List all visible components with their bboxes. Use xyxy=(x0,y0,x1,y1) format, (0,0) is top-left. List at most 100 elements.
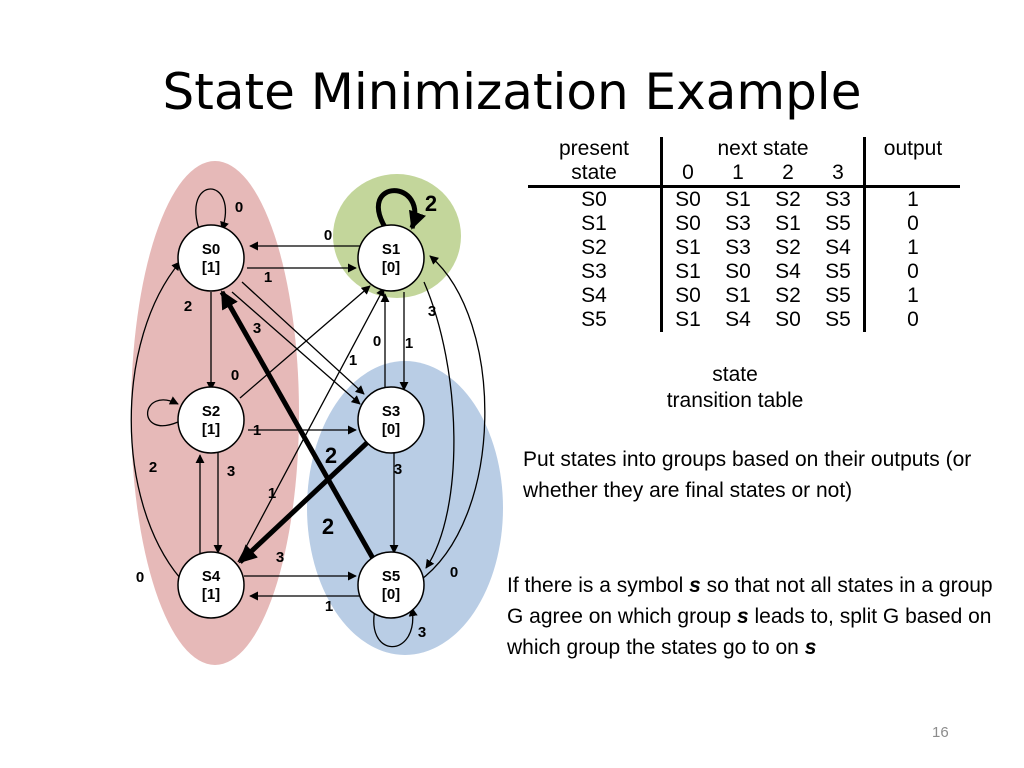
edge-label: 3 xyxy=(428,303,436,320)
table-header-row-2: state 0 1 2 3 xyxy=(528,161,960,188)
edge-label: 1 xyxy=(349,352,357,369)
cell-next: S1 xyxy=(725,188,751,211)
edge-label: 2 xyxy=(184,298,192,315)
table-row: S2 S1 S3 S2 S4 1 xyxy=(528,236,960,260)
cell-next: S5 xyxy=(813,308,866,332)
edge-label: 0 xyxy=(324,227,332,244)
cell-next: S3 xyxy=(725,212,751,235)
cell-next: S0 xyxy=(660,212,713,236)
cell-next: S0 xyxy=(660,284,713,308)
state-s3-output: [0] xyxy=(382,421,400,438)
edge-label: 3 xyxy=(253,320,261,337)
para2-text-3: leads to, split G based on which group t… xyxy=(507,605,992,659)
cell-next: S0 xyxy=(725,260,751,283)
cell-output: 0 xyxy=(907,260,919,283)
cell-next: S2 xyxy=(775,236,801,259)
header-input-1: 1 xyxy=(713,161,763,188)
cell-next: S2 xyxy=(775,284,801,307)
table-row: S5 S1 S4 S0 S5 0 xyxy=(528,308,960,332)
cell-present: S0 xyxy=(581,188,607,211)
state-s5-name: S5 xyxy=(382,568,400,585)
table-row: S1 S0 S3 S1 S5 0 xyxy=(528,212,960,236)
edge-label-large: 2 xyxy=(425,191,437,216)
page-number: 16 xyxy=(932,724,949,741)
edge-label: 1 xyxy=(405,335,413,352)
edge-s1-loop-highlight xyxy=(376,188,426,231)
table-caption-line1: state xyxy=(712,363,758,386)
edge-label: 0 xyxy=(373,333,381,350)
cell-next: S5 xyxy=(813,284,866,308)
cell-present: S1 xyxy=(581,212,607,235)
header-present: present xyxy=(558,137,630,160)
state-s2-output: [1] xyxy=(202,421,220,438)
edge-label: 1 xyxy=(264,269,272,286)
cell-next: S4 xyxy=(813,236,866,260)
cell-present: S5 xyxy=(581,308,607,331)
header-state: state xyxy=(528,161,662,188)
splitting-paragraph: If there is a symbol s so that not all s… xyxy=(507,570,1012,663)
state-s5-output: [0] xyxy=(382,586,400,603)
edge-label: 3 xyxy=(418,624,426,641)
table-row: S3 S1 S0 S4 S5 0 xyxy=(528,260,960,284)
state-s4-output: [1] xyxy=(202,586,220,603)
para2-text-1: If there is a symbol xyxy=(507,574,690,597)
state-s2-name: S2 xyxy=(202,403,220,420)
cell-output: 1 xyxy=(907,236,919,259)
slide-title: State Minimization Example xyxy=(162,63,862,121)
edge-label: 1 xyxy=(253,422,261,439)
edge-s1-s5-inner xyxy=(423,281,455,569)
cell-output: 1 xyxy=(907,188,919,211)
cell-next: S1 xyxy=(725,284,751,307)
edge-s5-s0-highlight xyxy=(219,290,378,564)
state-node-s0: S0 [1] xyxy=(177,224,245,292)
header-input-2: 2 xyxy=(763,161,813,188)
state-s3-name: S3 xyxy=(382,403,400,420)
cell-next: S5 xyxy=(813,260,866,284)
cell-output: 0 xyxy=(907,212,919,235)
edge-s3-s4-highlight xyxy=(238,438,372,564)
header-input-0: 0 xyxy=(660,161,713,188)
edge-label: 1 xyxy=(325,598,333,615)
header-next-state: next state xyxy=(660,137,866,161)
para2-symbol-1: s xyxy=(689,574,701,597)
cell-next: S0 xyxy=(660,186,713,212)
cell-next: S1 xyxy=(660,260,713,284)
table-caption: state transition table xyxy=(620,362,850,414)
edge-s4-s0 xyxy=(130,261,181,579)
edge-label: 3 xyxy=(394,461,402,478)
cell-present: S3 xyxy=(581,260,607,283)
para2-text-2: so that not all states in a group G agre… xyxy=(507,574,993,628)
edge-s2-s1 xyxy=(239,285,371,399)
header-input-3: 3 xyxy=(813,161,866,188)
table-caption-line2: transition table xyxy=(666,389,804,412)
cell-output: 0 xyxy=(907,308,919,331)
cell-next: S1 xyxy=(660,236,713,260)
edge-s0-s3-b xyxy=(231,291,361,405)
state-node-s3: S3 [0] xyxy=(357,386,425,454)
state-node-s1: S1 [0] xyxy=(357,224,425,292)
edge-label: 0 xyxy=(136,569,144,586)
state-node-s5: S5 [0] xyxy=(357,551,425,619)
table-row: S4 S0 S1 S2 S5 1 xyxy=(528,284,960,308)
cell-present: S2 xyxy=(581,236,607,259)
state-node-s2: S2 [1] xyxy=(177,386,245,454)
edge-label: 2 xyxy=(149,459,157,476)
cell-next: S3 xyxy=(813,186,866,212)
edge-s0-s3-a xyxy=(241,281,365,395)
edge-label: 0 xyxy=(231,367,239,384)
header-output: output xyxy=(883,137,943,160)
cell-output: 1 xyxy=(907,284,919,307)
cell-next: S2 xyxy=(775,188,801,211)
edge-s5-loop xyxy=(373,604,418,648)
table-row: S0 S0 S1 S2 S3 1 xyxy=(528,186,960,212)
cell-present: S4 xyxy=(581,284,607,307)
cell-next: S5 xyxy=(813,212,866,236)
cell-next: S3 xyxy=(725,236,751,259)
cell-next: S1 xyxy=(775,212,801,235)
edge-label-large: 2 xyxy=(322,514,334,539)
edge-label: 0 xyxy=(450,564,458,581)
edge-s0-loop xyxy=(195,188,229,233)
grouping-paragraph: Put states into groups based on their ou… xyxy=(523,448,972,502)
